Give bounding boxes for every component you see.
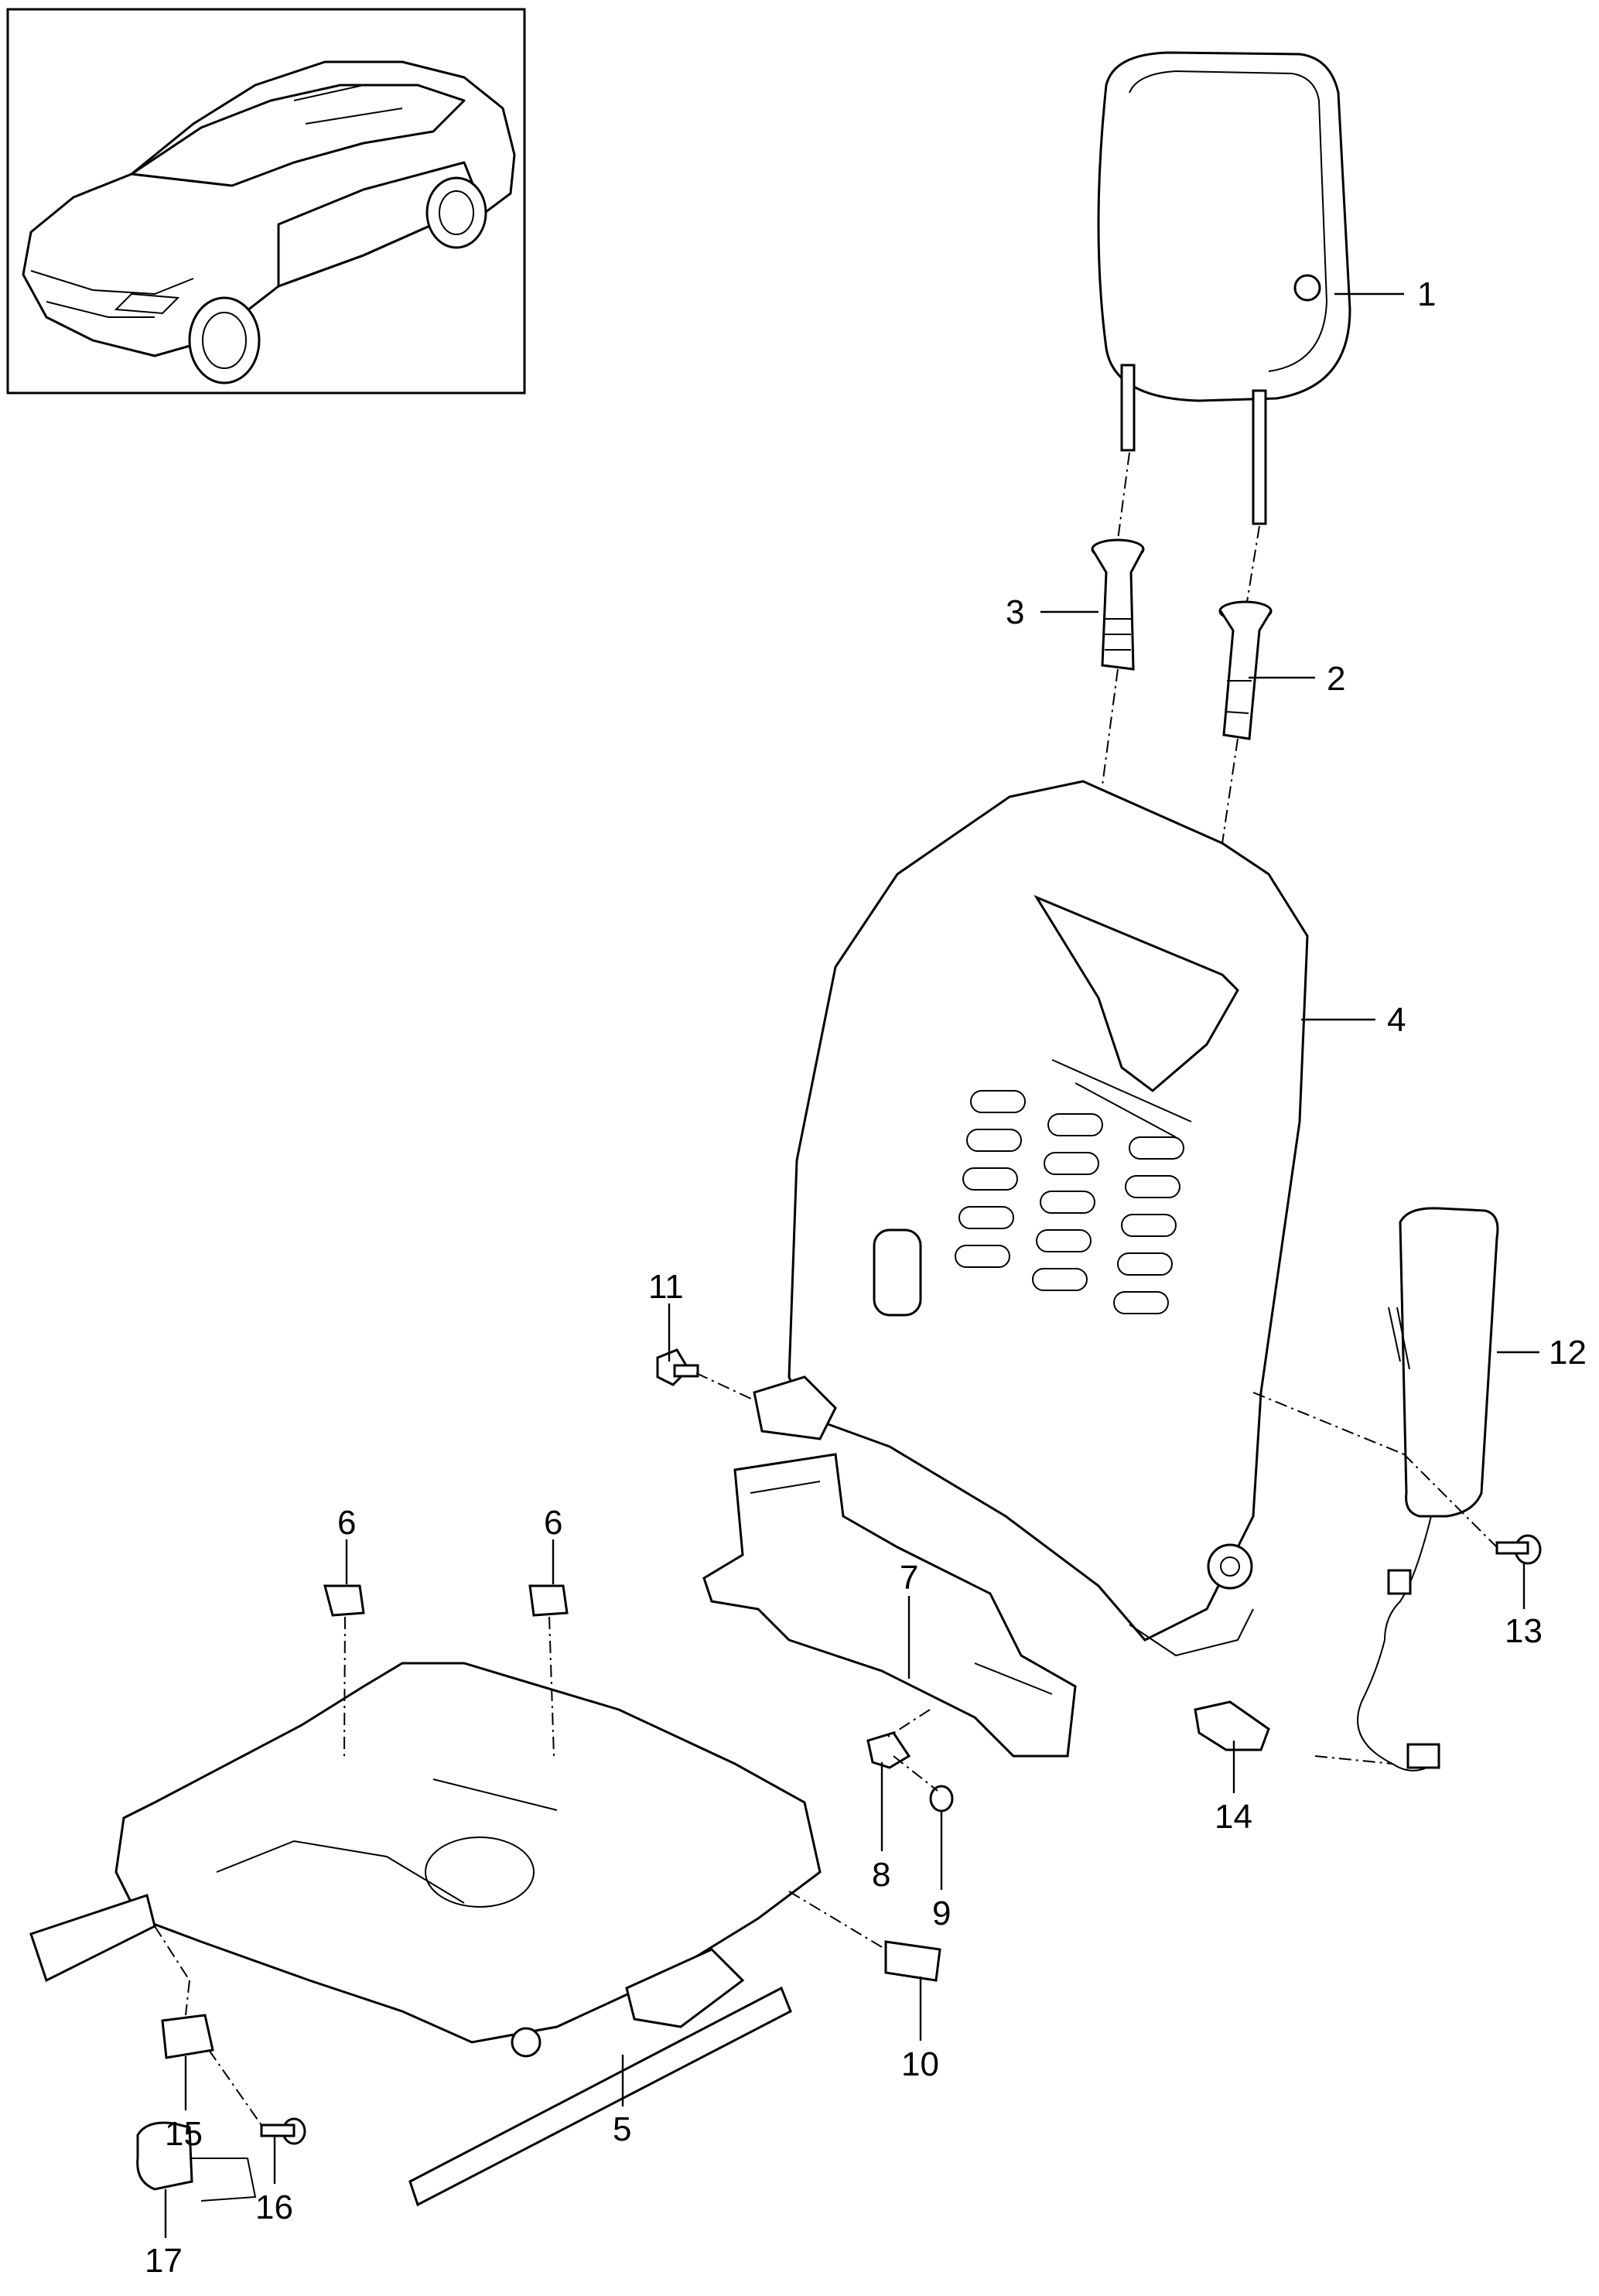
backrest-frame bbox=[753, 780, 1309, 1657]
cover-17 bbox=[136, 2121, 257, 2202]
bolt-16 bbox=[260, 2117, 306, 2145]
callout-6-right: 6 bbox=[544, 1504, 562, 1542]
callout-12: 12 bbox=[1549, 1334, 1587, 1372]
callout-13: 13 bbox=[1505, 1612, 1543, 1650]
callout-1: 1 bbox=[1417, 275, 1436, 313]
callout-6-left: 6 bbox=[337, 1504, 356, 1542]
bolt-13 bbox=[1495, 1534, 1542, 1565]
callout-3: 3 bbox=[1006, 593, 1024, 631]
bolt-11 bbox=[656, 1348, 699, 1386]
side-airbag bbox=[1357, 1207, 1499, 1772]
seat-frame bbox=[29, 1662, 822, 2207]
vehicle-thumbnail bbox=[6, 8, 526, 395]
cross-bracket bbox=[702, 1453, 1077, 1758]
callout-2: 2 bbox=[1327, 660, 1345, 698]
callout-5: 5 bbox=[613, 2110, 631, 2148]
cover-14 bbox=[1194, 1700, 1270, 1751]
callout-7: 7 bbox=[900, 1559, 918, 1597]
callout-17: 17 bbox=[145, 2242, 183, 2280]
callout-8: 8 bbox=[872, 1856, 890, 1894]
bracket-15 bbox=[161, 2014, 214, 2059]
leader-lines bbox=[164, 292, 1539, 2238]
callout-16: 16 bbox=[255, 2188, 293, 2226]
guide-sleeve-3 bbox=[1091, 538, 1145, 671]
guide-sleeve-2 bbox=[1218, 600, 1273, 740]
nut-8 bbox=[866, 1731, 911, 1769]
clip-6-right bbox=[528, 1584, 569, 1617]
callout-11: 11 bbox=[648, 1268, 684, 1306]
headrest bbox=[1097, 51, 1351, 525]
callout-4: 4 bbox=[1387, 1001, 1406, 1039]
callout-labels: 1 2 3 4 5 6 6 7 8 9 10 11 12 13 14 15 16… bbox=[145, 275, 1587, 2280]
assembly-lines bbox=[154, 452, 1498, 2128]
backrest-slots bbox=[955, 1090, 1184, 1314]
screw-9 bbox=[929, 1785, 954, 1813]
callout-10: 10 bbox=[901, 2045, 939, 2083]
callout-9: 9 bbox=[932, 1895, 951, 1932]
callout-15: 15 bbox=[165, 2115, 203, 2153]
switch-10 bbox=[884, 1940, 941, 1982]
callout-14: 14 bbox=[1215, 1798, 1252, 1836]
clip-6-left bbox=[323, 1584, 365, 1617]
